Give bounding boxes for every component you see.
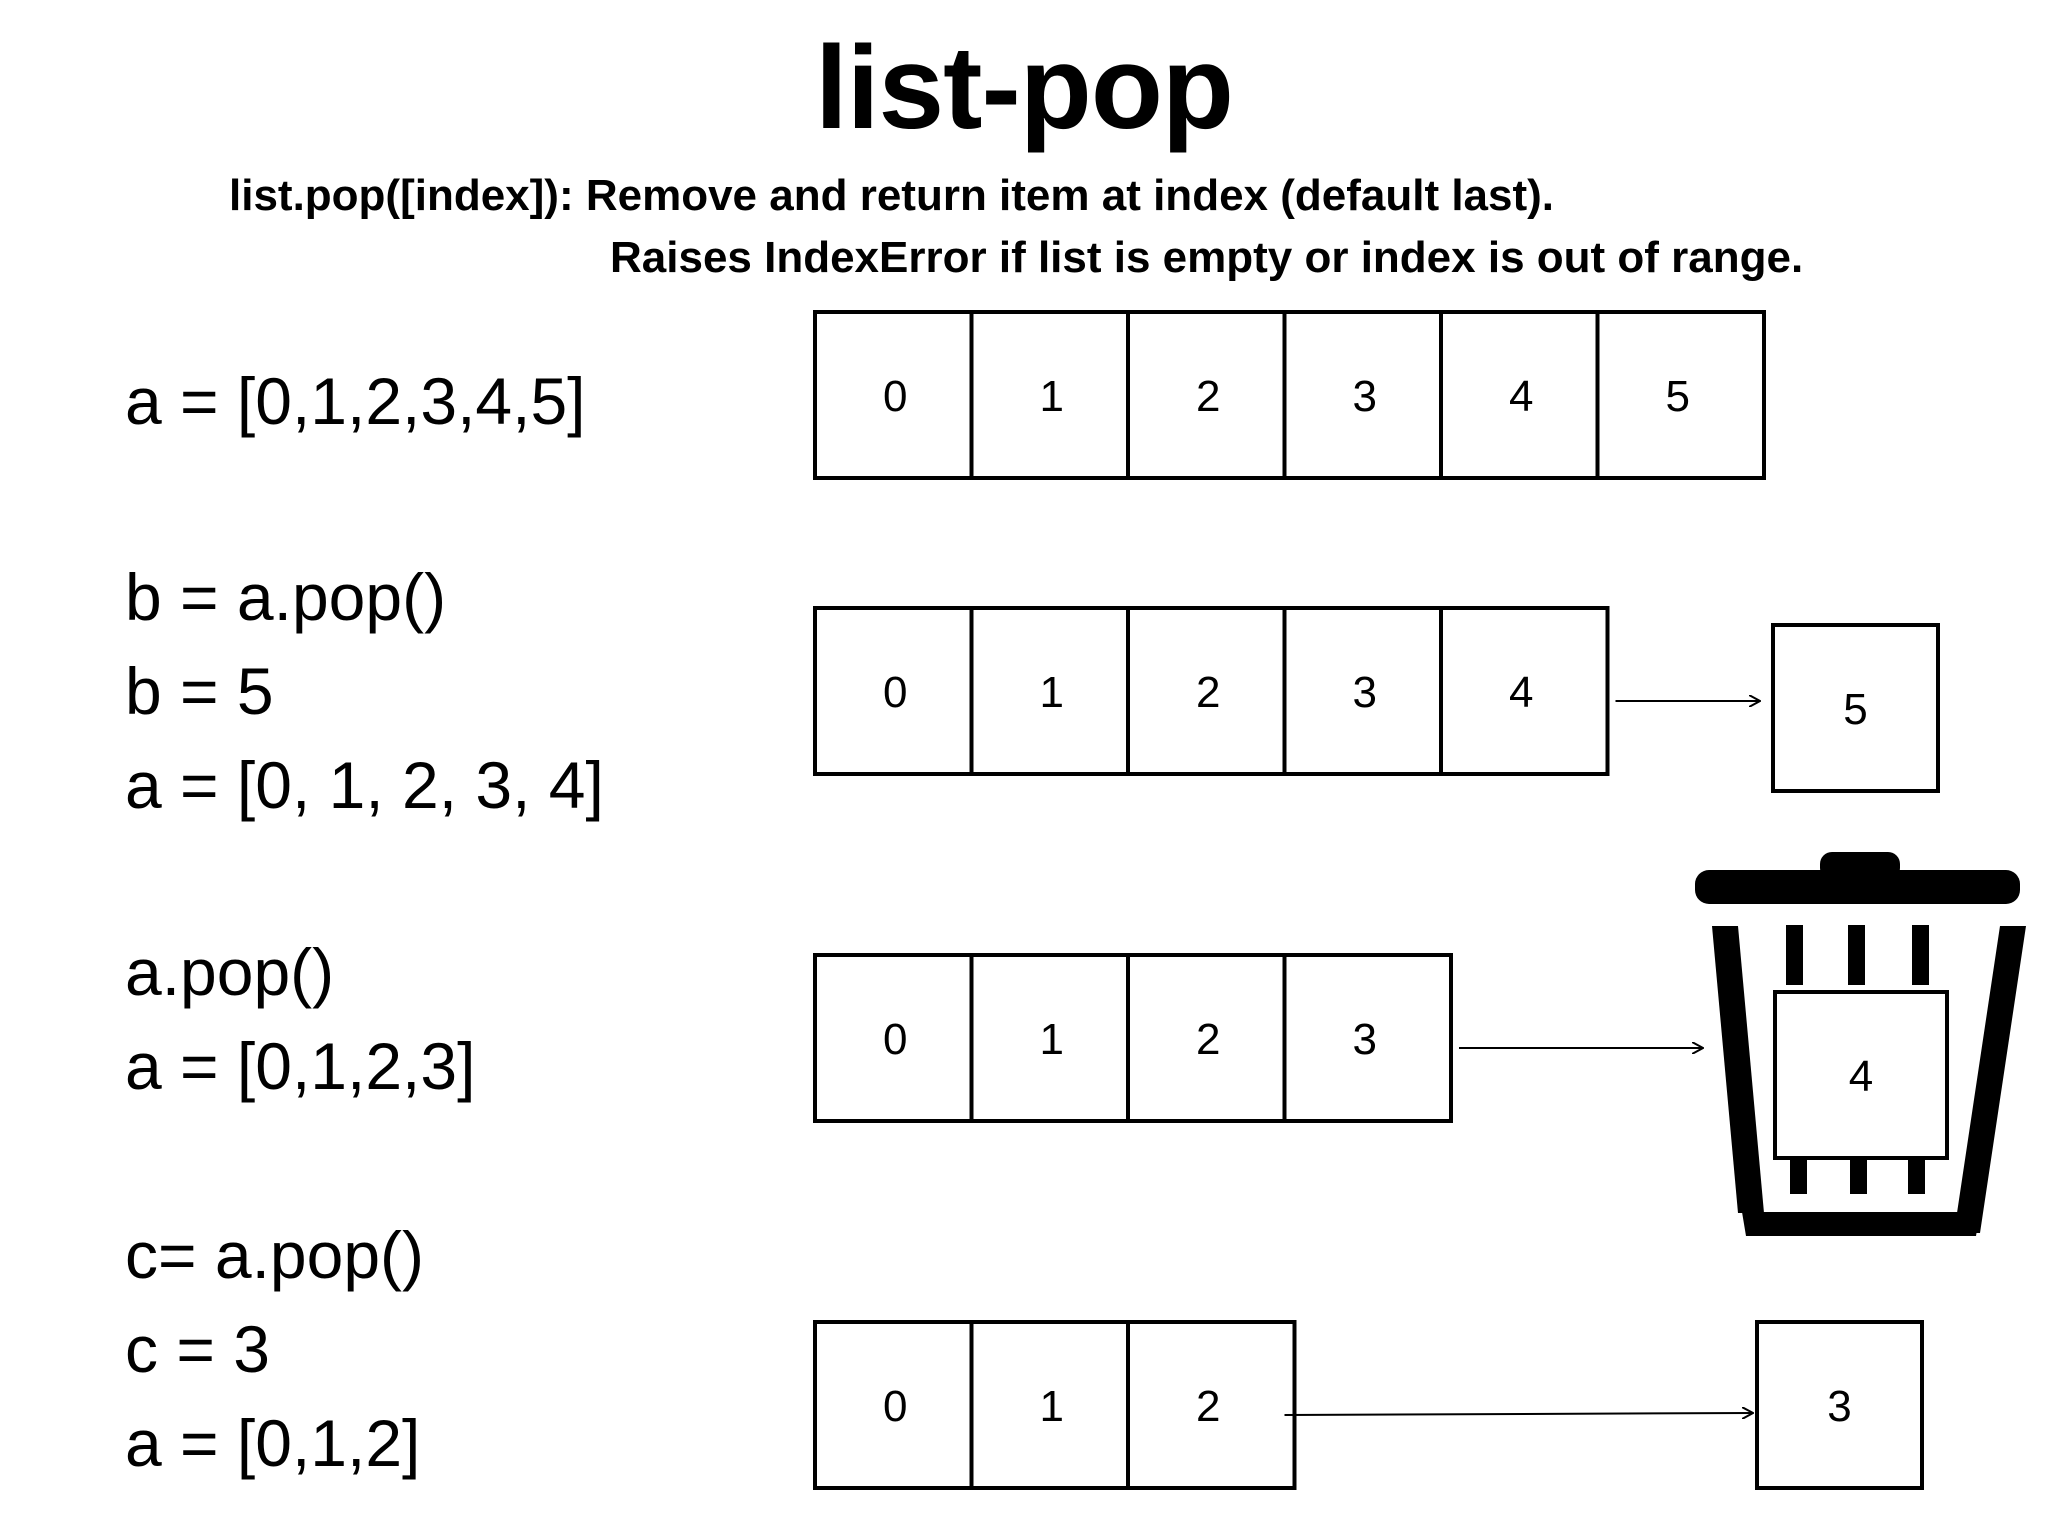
popped-value-box	[1771, 623, 1940, 793]
code-line: a.pop()	[125, 935, 335, 1009]
list-cell-value: 2	[1196, 372, 1220, 421]
list-cell	[1439, 606, 1610, 776]
list-cell-value: 0	[883, 1382, 907, 1431]
code-line: c = 3	[125, 1312, 270, 1386]
code-line: a = [0,1,2,3]	[125, 1029, 476, 1103]
list-cell-value: 3	[1353, 372, 1377, 421]
list-cell	[1595, 310, 1766, 480]
list-cell-value: 1	[1040, 668, 1064, 717]
code-line: b = a.pop()	[125, 560, 447, 634]
code-line: c= a.pop()	[125, 1218, 424, 1292]
popped-value: 3	[1827, 1382, 1851, 1431]
code-block-3: a.pop() a = [0,1,2,3]	[125, 925, 475, 1113]
list-row-3: 0 1 2 3 4	[813, 953, 1949, 1160]
description-line-2: Raises IndexError if list is empty or in…	[610, 233, 1804, 282]
code-line: b = 5	[125, 654, 274, 728]
popped-value: 5	[1843, 685, 1867, 734]
popped-value-box	[1755, 1320, 1924, 1490]
list-row-2: 0 1 2 3 4 5	[813, 606, 1940, 793]
list-cell-value: 5	[1666, 372, 1690, 421]
code-block-4: c= a.pop() c = 3 a = [0,1,2]	[125, 1208, 424, 1490]
list-cell-value: 2	[1196, 668, 1220, 717]
list-cell-value: 4	[1509, 372, 1533, 421]
description-line-1: list.pop([index]): Remove and return ite…	[229, 171, 1555, 220]
list-cell-value: 2	[1196, 1015, 1220, 1064]
list-cell-value: 1	[1040, 1382, 1064, 1431]
code-line: a = [0,1,2,3,4,5]	[125, 364, 586, 438]
list-cell-value: 4	[1509, 668, 1533, 717]
list-row-4: 0 1 2 3	[813, 1320, 1924, 1490]
discarded-value-box	[1773, 990, 1949, 1160]
list-cell	[1126, 1320, 1297, 1490]
list-row-1: 0 1 2 3 4 5	[813, 310, 1766, 480]
list-cell-value: 3	[1353, 668, 1377, 717]
popped-value: 4	[1849, 1052, 1873, 1101]
pop-arrow	[1284, 1413, 1754, 1415]
code-line: a = [0, 1, 2, 3, 4]	[125, 748, 604, 822]
list-cell-value: 3	[1353, 1015, 1377, 1064]
list-cell-value: 0	[883, 372, 907, 421]
list-cell-value: 0	[883, 668, 907, 717]
list-cell	[1282, 953, 1453, 1123]
code-block-1: a = [0,1,2,3,4,5]	[125, 354, 586, 448]
page-title: list-pop	[814, 22, 1234, 154]
list-cell-value: 0	[883, 1015, 907, 1064]
trash-can-icon	[1695, 852, 2026, 1236]
list-cell-value: 1	[1040, 372, 1064, 421]
code-line: a = [0,1,2]	[125, 1406, 421, 1480]
list-cell-value: 1	[1040, 1015, 1064, 1064]
list-cell-value: 2	[1196, 1382, 1220, 1431]
code-block-2: b = a.pop() b = 5 a = [0, 1, 2, 3, 4]	[125, 550, 604, 832]
